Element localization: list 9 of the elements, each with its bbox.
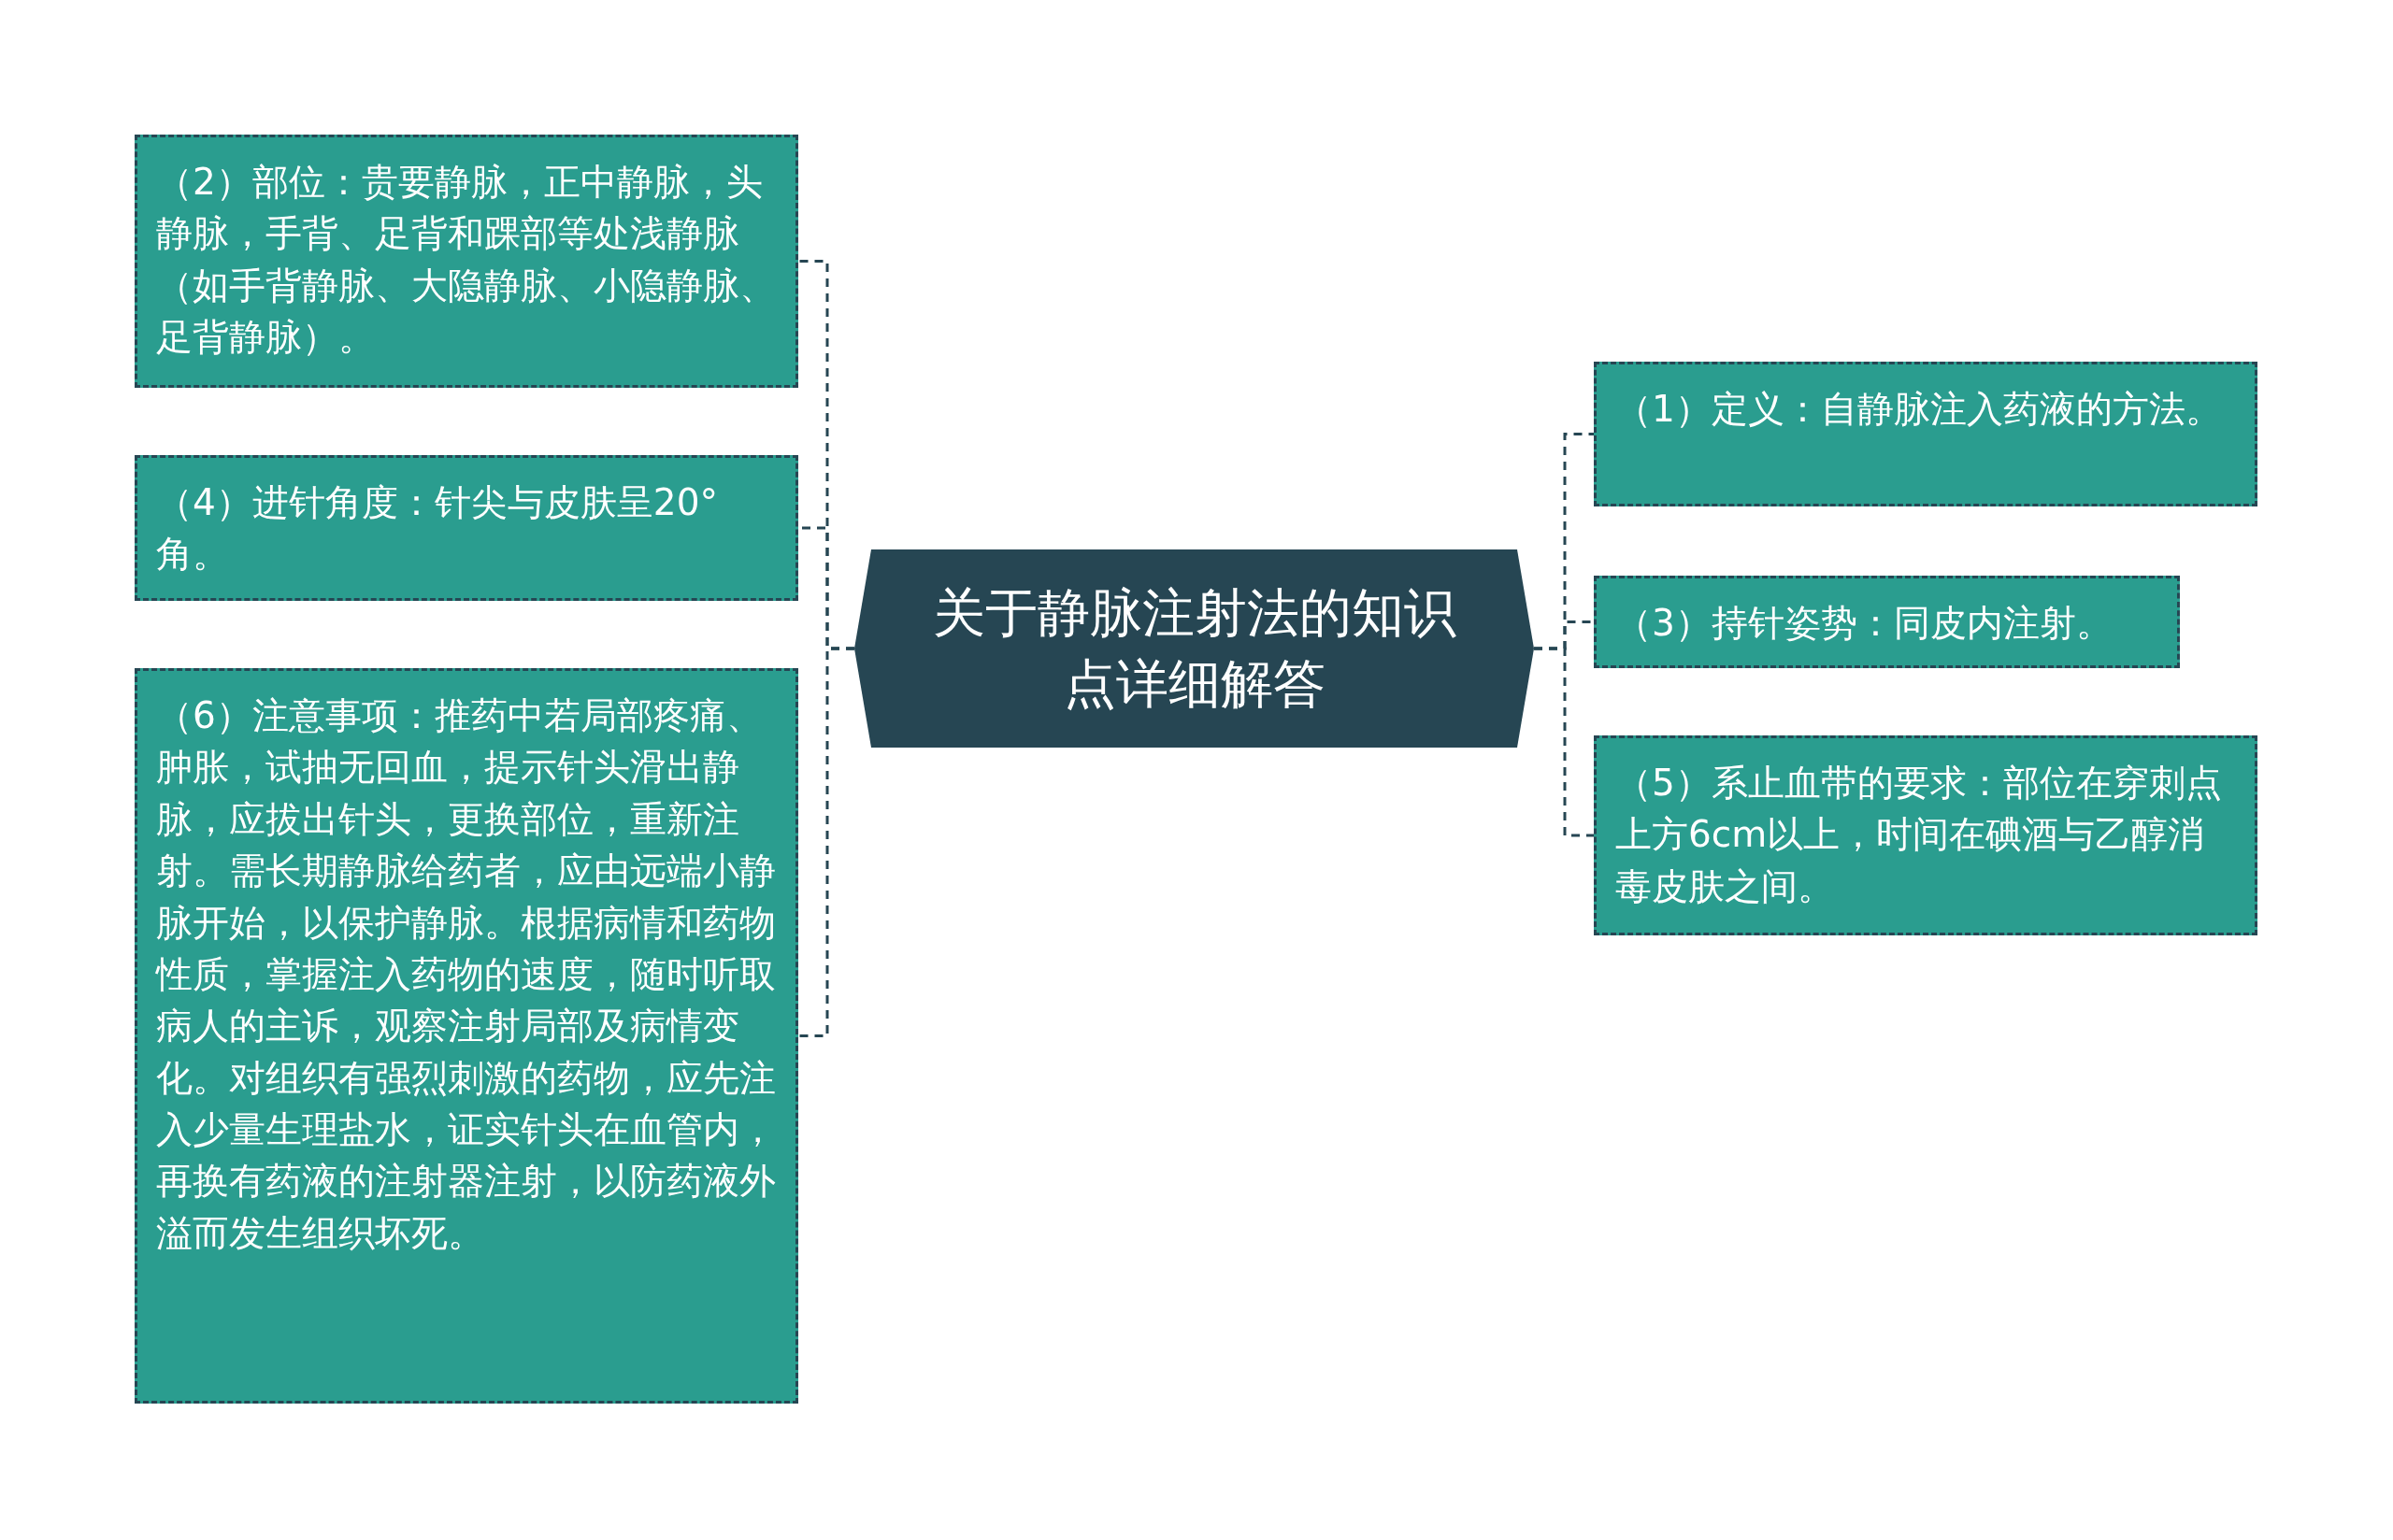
note-box: （6）注意事项：推药中若局部疼痛、肿胀，试抽无回血，提示针头滑出静脉，应拔出针头，更换部位，重新注射。需长期静脉给药者，应由远端小静脉开始，以保护静脉。根据病情和药物性质，掌握注入药物的速度，随时听取病人的主诉，观察注射局部及病情变化。对组织有强烈刺激的药物，应先注入少量生理盐水，证实针头在血管内，再换有药液的注射器注射，以防药液外溢而发生组织坏死。 xyxy=(135,668,798,1404)
connector xyxy=(798,647,854,1037)
note-box: （3）持针姿势：同皮内注射。 xyxy=(1594,576,2180,668)
note-box: （4）进针角度：针尖与皮肤呈20°角。 xyxy=(135,455,798,601)
note-box: （2）部位：贵要静脉，正中静脉，头静脉，手背、足背和踝部等处浅静脉（如手背静脉、大隐静脉、小隐静脉、足背静脉）。 xyxy=(135,135,798,388)
note-box: （5）系止血带的要求：部位在穿刺点上方6cm以上，时间在碘酒与乙醇消毒皮肤之间。 xyxy=(1594,735,2257,935)
topic-title: 关于静脉注射法的知识点详细解答 xyxy=(931,581,1457,716)
note-box: （1）定义：自静脉注入药液的方法。 xyxy=(1594,362,2257,506)
connector xyxy=(1534,647,1594,837)
